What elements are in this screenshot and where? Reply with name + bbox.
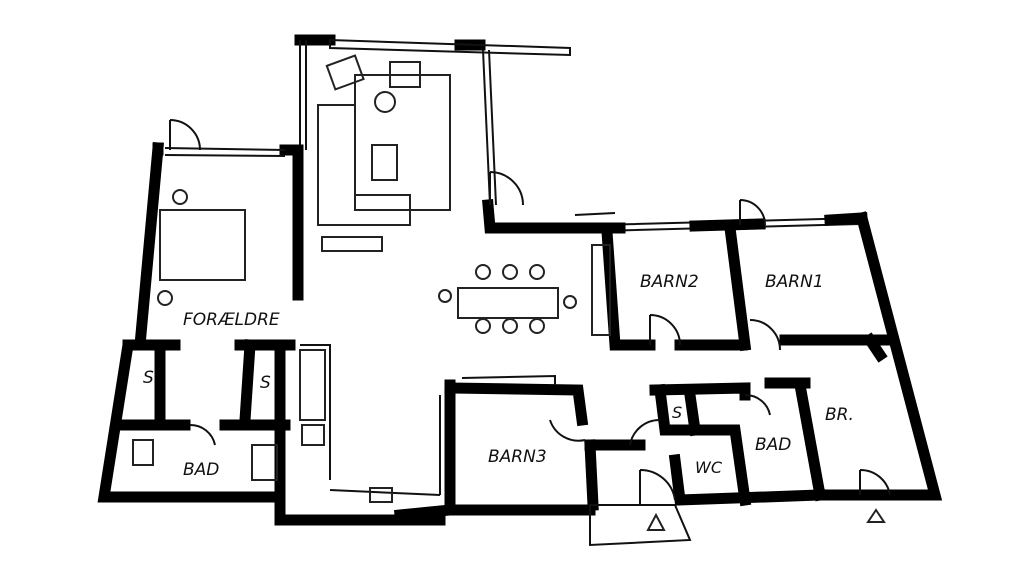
dining-table <box>457 287 559 319</box>
room-label-storage: S <box>260 373 271 393</box>
entrance-arrow-icon <box>646 512 666 531</box>
room-label-utility: BR. <box>825 405 854 425</box>
doors <box>169 119 891 531</box>
room-label-child2: BARN2 <box>640 272 699 292</box>
room-labels: FORÆLDRE BARN2 BARN1 BARN3 BAD BAD WC BR… <box>143 272 854 480</box>
walls <box>97 34 943 547</box>
room-label-parents: FORÆLDRE <box>183 310 280 330</box>
entrance-arrow-icon <box>866 508 886 523</box>
room-label-bath-left: BAD <box>183 460 219 480</box>
room-label-toilet: WC <box>695 458 723 477</box>
room-label-storage: S <box>672 403 682 422</box>
room-label-child3: BARN3 <box>488 447 547 467</box>
room-label-bath-right: BAD <box>755 435 791 455</box>
room-label-child1: BARN1 <box>765 272 824 292</box>
coffee-table <box>371 144 398 181</box>
furniture <box>132 54 611 503</box>
room-label-storage: S <box>143 368 154 388</box>
double-bed <box>159 209 246 281</box>
